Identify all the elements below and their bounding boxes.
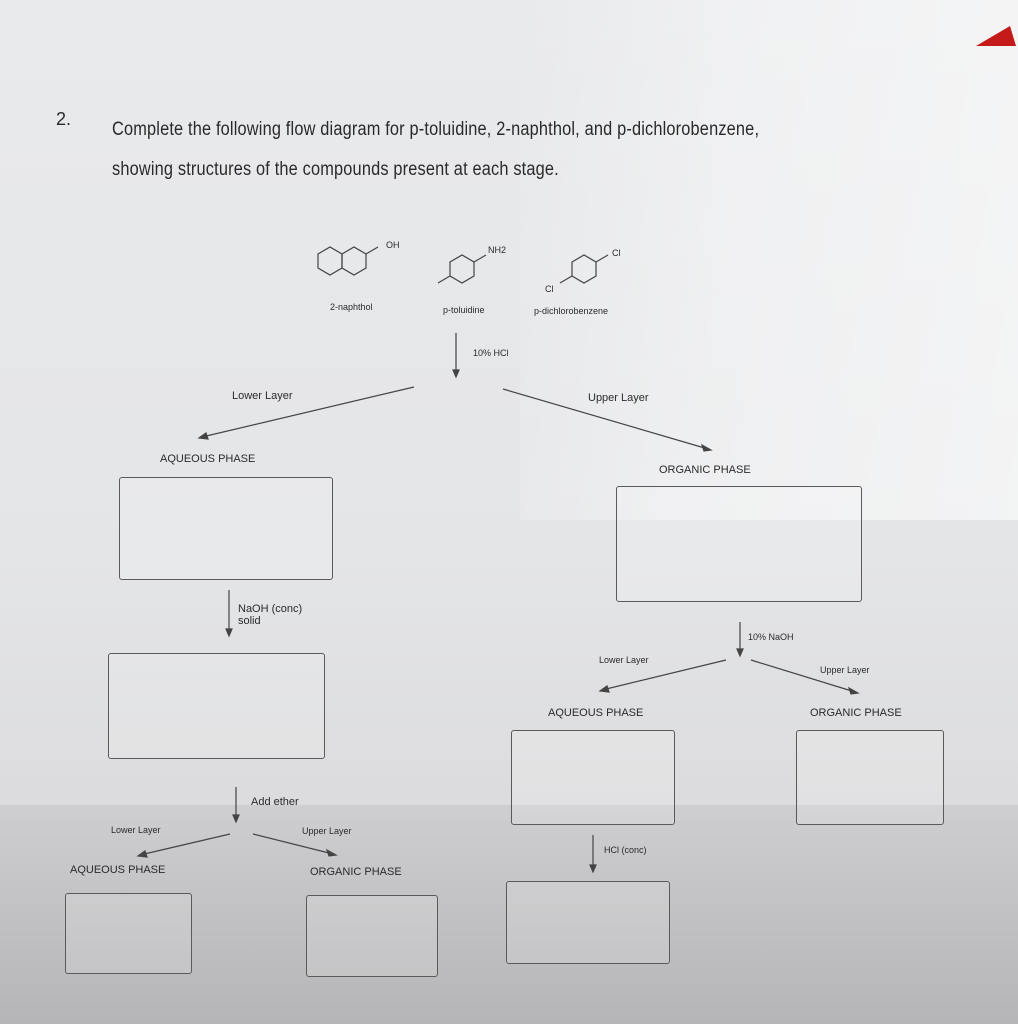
question-number: 2. (56, 109, 72, 129)
reagent-10-naoh: 10% NaOH (748, 632, 794, 642)
step4-upper-layer-label: Upper Layer (820, 665, 870, 675)
red-corner-mark-icon (976, 26, 1016, 46)
answer-box-aqueous-4[interactable] (511, 730, 675, 825)
cl-group-label-1: Cl (612, 248, 621, 258)
step1-organic-phase-label: ORGANIC PHASE (659, 464, 751, 476)
compound-name-dichlorobenzene: p-dichlorobenzene (534, 306, 609, 316)
question-line-1: Complete the following flow diagram for … (112, 119, 760, 140)
answer-box-aqueous-1[interactable] (119, 477, 333, 580)
step1-lower-layer-label: Lower Layer (232, 390, 293, 402)
question-line-2: showing structures of the compounds pres… (112, 159, 559, 180)
step3-lower-layer-label: Lower Layer (111, 825, 161, 835)
reagent-naoh-line1: NaOH (conc) (238, 603, 303, 615)
reagent-10-hcl: 10% HCl (473, 348, 509, 358)
toluidine-structure (437, 254, 487, 284)
step3-upper-layer-label: Upper Layer (302, 826, 352, 836)
photo-shadow (0, 805, 1018, 1024)
question-text: Complete the following flow diagram for … (112, 110, 817, 190)
step1-aqueous-phase-label: AQUEOUS PHASE (160, 453, 256, 465)
dichlorobenzene-structure (559, 254, 609, 284)
step4-lower-layer-label: Lower Layer (599, 655, 649, 665)
reagent-naoh-line2: solid (238, 615, 261, 627)
step4-aqueous-phase-label: AQUEOUS PHASE (548, 707, 644, 719)
reagent-naoh-conc: NaOH (conc) solid (238, 603, 302, 627)
step1-upper-layer-label: Upper Layer (588, 392, 649, 404)
step4-organic-phase-label: ORGANIC PHASE (810, 707, 902, 719)
compound-name-toluidine: p-toluidine (443, 305, 485, 315)
compound-name-naphthol: 2-naphthol (330, 302, 373, 312)
lighting-glare (520, 0, 1018, 520)
answer-box-aqueous-3[interactable] (65, 893, 192, 974)
answer-box-final[interactable] (506, 881, 670, 964)
answer-box-organic-3[interactable] (306, 895, 438, 977)
answer-box-after-naoh[interactable] (108, 653, 325, 759)
answer-box-organic-4[interactable] (796, 730, 944, 825)
oh-group-label: OH (386, 240, 400, 250)
cl-group-label-2: Cl (545, 284, 554, 294)
reagent-add-ether: Add ether (251, 796, 299, 808)
step3-organic-phase-label: ORGANIC PHASE (310, 866, 402, 878)
answer-box-organic-1[interactable] (616, 486, 862, 602)
nh2-group-label: NH2 (488, 245, 507, 255)
naphthol-structure (317, 246, 379, 276)
reagent-hcl-conc: HCl (conc) (604, 845, 647, 855)
step3-aqueous-phase-label: AQUEOUS PHASE (70, 864, 166, 876)
